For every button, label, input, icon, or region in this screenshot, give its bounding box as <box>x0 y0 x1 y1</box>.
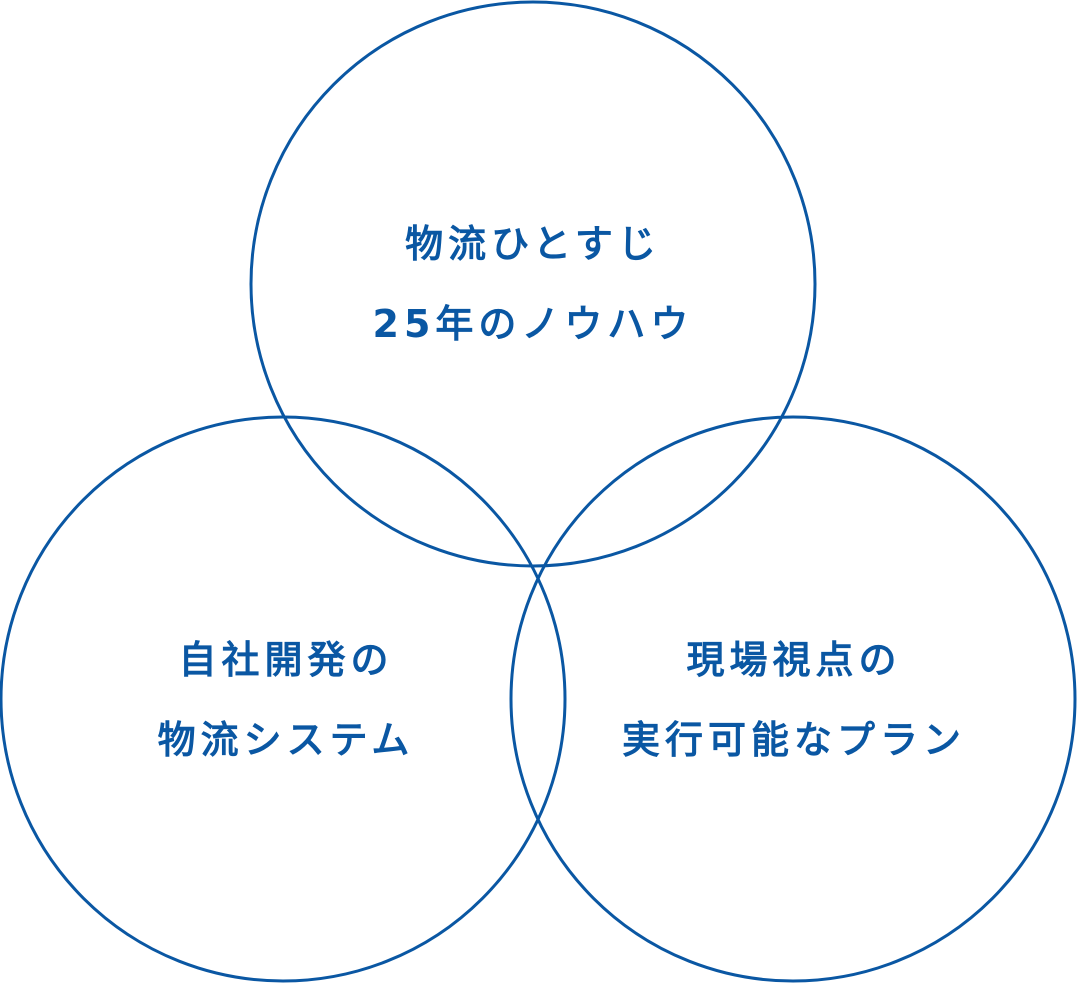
circle-right-label: 現場視点の 実行可能なプラン <box>594 620 994 780</box>
circle-right-line1: 現場視点の <box>686 638 902 682</box>
circle-left-line1: 自社開発の <box>178 638 394 682</box>
circle-top-line2: 25年のノウハウ <box>372 302 694 346</box>
circle-top-line1: 物流ひとすじ <box>405 222 661 266</box>
circle-top-label: 物流ひとすじ 25年のノウハウ <box>333 204 733 364</box>
circle-right <box>509 415 1077 983</box>
circle-right-line2: 実行可能なプラン <box>621 718 966 762</box>
circle-left-label: 自社開発の 物流システム <box>86 620 486 780</box>
circle-left <box>0 415 567 983</box>
circle-left-line2: 物流システム <box>157 718 415 762</box>
